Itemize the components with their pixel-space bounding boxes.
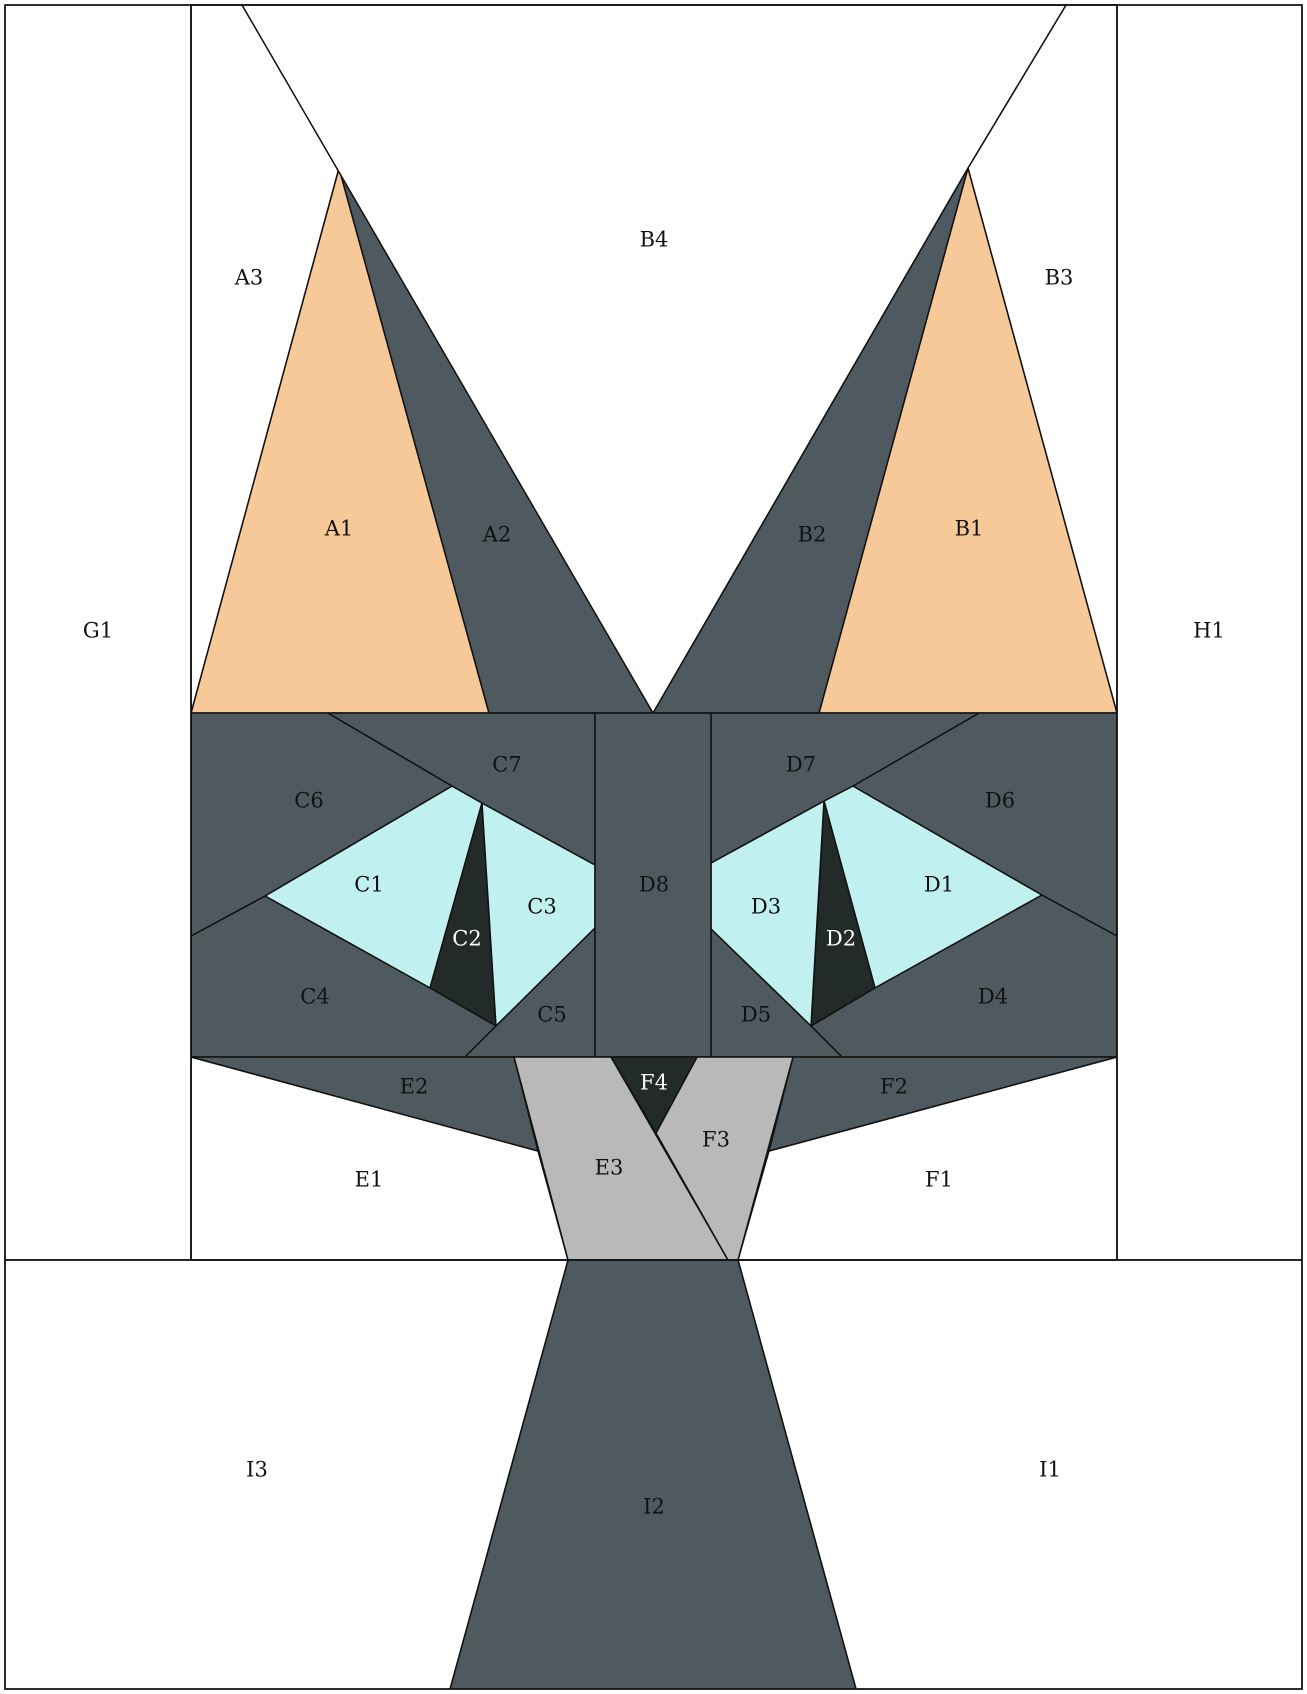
label-d2: D2 xyxy=(826,927,856,951)
pattern-pieces xyxy=(5,5,1302,1689)
label-d4: D4 xyxy=(978,985,1008,1009)
label-c1: C1 xyxy=(354,873,383,897)
label-g1: G1 xyxy=(83,619,113,643)
label-c6: C6 xyxy=(294,789,323,813)
label-c4: C4 xyxy=(300,985,329,1009)
label-h1: H1 xyxy=(1193,619,1225,643)
label-b1: B1 xyxy=(955,517,984,541)
label-e1: E1 xyxy=(355,1168,384,1192)
label-c7: C7 xyxy=(492,753,521,777)
label-c5: C5 xyxy=(537,1003,566,1027)
label-b4: B4 xyxy=(640,228,669,252)
label-f3: F3 xyxy=(702,1128,730,1152)
label-d5: D5 xyxy=(741,1003,771,1027)
label-b2: B2 xyxy=(798,523,827,547)
label-d6: D6 xyxy=(985,789,1015,813)
label-i3: I3 xyxy=(246,1458,268,1482)
label-f1: F1 xyxy=(925,1168,953,1192)
label-a3: A3 xyxy=(234,266,264,290)
label-f2: F2 xyxy=(880,1075,908,1099)
label-d8: D8 xyxy=(639,873,669,897)
label-c2: C2 xyxy=(452,927,481,951)
label-b3: B3 xyxy=(1045,266,1074,290)
label-c3: C3 xyxy=(527,895,556,919)
label-i1: I1 xyxy=(1039,1458,1061,1482)
label-e3: E3 xyxy=(595,1156,624,1180)
label-d7: D7 xyxy=(786,753,816,777)
label-f4: F4 xyxy=(640,1071,668,1095)
label-e2: E2 xyxy=(400,1075,429,1099)
label-d1: D1 xyxy=(924,873,954,897)
label-a1: A1 xyxy=(324,517,354,541)
label-d3: D3 xyxy=(751,895,781,919)
label-a2: A2 xyxy=(482,523,512,547)
label-i2: I2 xyxy=(643,1495,665,1519)
